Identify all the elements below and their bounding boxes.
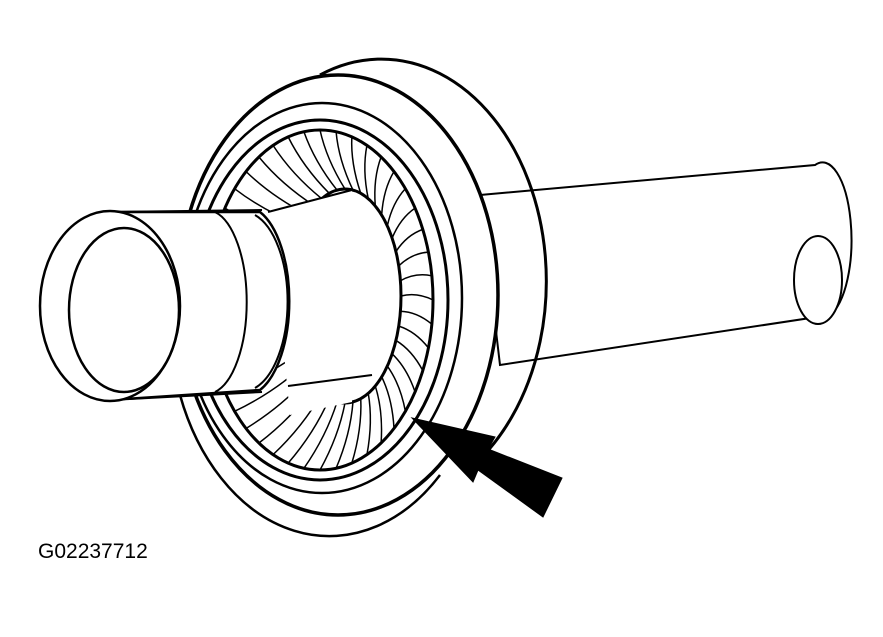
- seal-lip-line: [374, 385, 383, 444]
- seal-lip-line: [398, 325, 430, 349]
- seal-lip-line: [400, 274, 433, 282]
- seal-lip-line: [386, 188, 406, 227]
- seal-lip-line: [380, 376, 395, 429]
- seal-lip-line: [319, 402, 346, 471]
- seal-lip-line: [335, 131, 354, 191]
- seal-lip-line: [395, 339, 424, 371]
- seal-lip-line: [350, 136, 362, 194]
- seal-lip-line: [335, 401, 354, 469]
- arrow-indicator: [410, 417, 563, 518]
- seal-lip-line: [366, 393, 372, 455]
- shaft-tube: [478, 161, 853, 367]
- seal-lip-line: [303, 401, 338, 469]
- seal-lip-line: [319, 129, 346, 190]
- seal-lip-line: [400, 293, 434, 301]
- seal-lip-line: [374, 156, 382, 207]
- seal-lip-line: [351, 398, 362, 464]
- seal-lip-line: [287, 136, 330, 194]
- seal-lip-line: [400, 310, 433, 325]
- seal-lip-line: [386, 365, 407, 412]
- seal-lip-line: [380, 171, 395, 216]
- seal-lip-line: [364, 145, 369, 199]
- figure-code: G02237712: [38, 540, 148, 563]
- seal-lip-line: [398, 251, 429, 267]
- seal-lip-line: [303, 131, 338, 191]
- seal-lip-line: [391, 353, 416, 393]
- seal-lip-line: [391, 207, 416, 239]
- seal-lip-line: [395, 228, 424, 252]
- seal-lip-line: [272, 144, 323, 200]
- installer-sleeve: [38, 209, 291, 403]
